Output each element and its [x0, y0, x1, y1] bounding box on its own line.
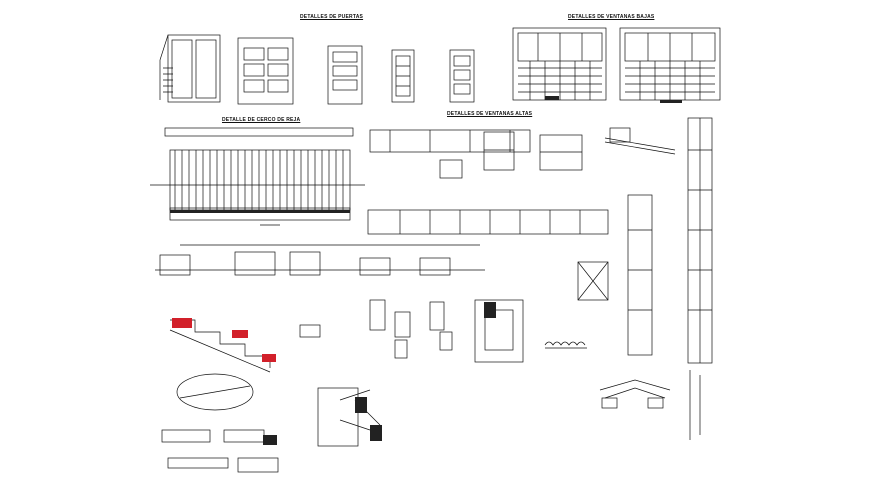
fence-elevation — [150, 127, 365, 226]
door-elevation-1 — [159, 34, 221, 103]
low-window-elevation-2 — [619, 27, 721, 101]
footing-details — [161, 429, 279, 473]
door-elevation-5 — [449, 49, 475, 103]
high-window-sections — [483, 131, 583, 171]
door-elevation-3 — [327, 45, 363, 105]
roof-ridge-detail — [599, 379, 671, 409]
wall-section-mid — [627, 194, 653, 356]
door-elevation-2 — [237, 37, 294, 105]
beam-detail — [604, 127, 676, 155]
bracket-detail — [577, 261, 609, 301]
title-high-windows: DETALLES DE VENTANAS ALTAS — [447, 111, 533, 117]
red-hatch-marks — [172, 318, 276, 362]
truss-joint-details — [317, 387, 381, 447]
dark-fill-marks — [170, 96, 682, 445]
corrugated-roof-detail — [544, 341, 587, 349]
title-doors: DETALLES DE PUERTAS — [300, 14, 364, 20]
high-window-plan — [369, 129, 531, 179]
stair-section — [169, 319, 271, 411]
title-low-windows: DETALLES DE VENTANAS BAJAS — [568, 14, 655, 20]
title-fence: DETALLE DE CERCO DE REJA — [222, 117, 301, 123]
door-elevation-4 — [391, 49, 415, 103]
low-window-elevation-1 — [512, 27, 607, 101]
wall-section-tall — [687, 117, 713, 440]
wall-elevation-long — [155, 244, 485, 276]
plate-connection-detail — [474, 299, 524, 363]
column-connection-details — [299, 299, 453, 359]
high-window-elevation-strip — [367, 209, 609, 235]
